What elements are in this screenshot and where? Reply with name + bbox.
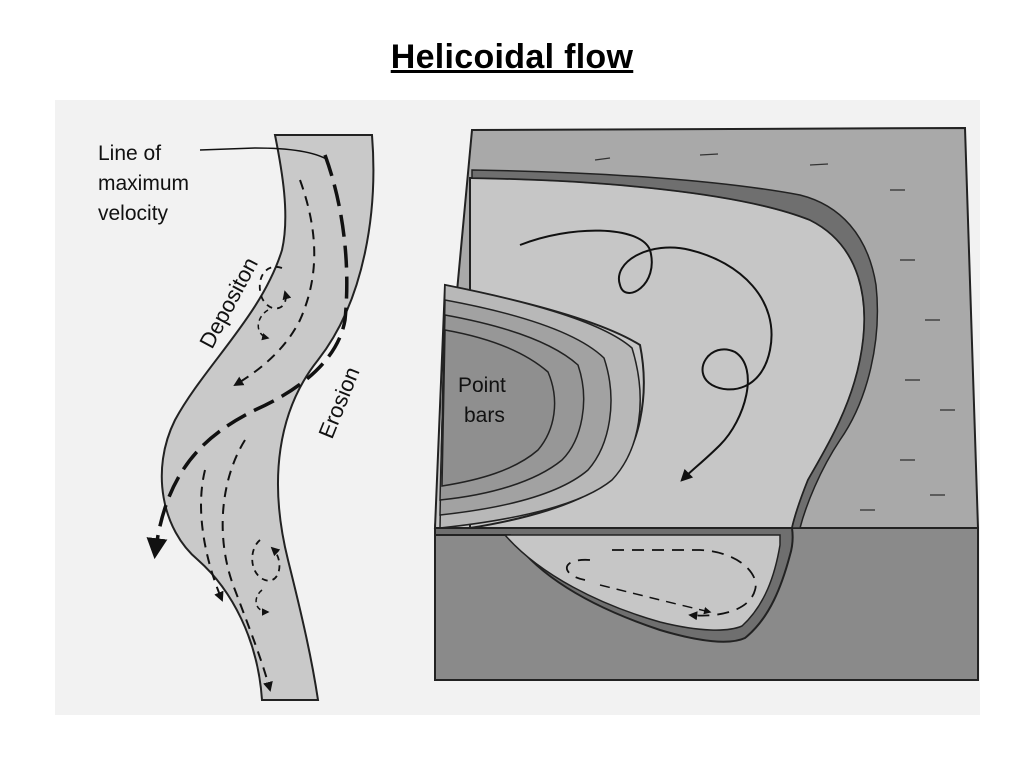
- page-title: Helicoidal flow: [390, 38, 634, 76]
- river-channel: [160, 134, 375, 701]
- eddy-upper: [257, 309, 270, 341]
- cross-section-circulation: [599, 584, 712, 615]
- cross-section-circulation: [566, 549, 757, 616]
- label-leader: [199, 147, 329, 161]
- eddy-upper: [258, 265, 292, 310]
- eddy-lower: [251, 539, 281, 582]
- water-cross-section: [503, 534, 781, 631]
- point-bar-core: [441, 329, 556, 487]
- outer-bank-erosion: [471, 169, 879, 529]
- floodplain-texture: [594, 153, 955, 511]
- flow-line: [233, 179, 316, 387]
- label-line-of-max-velocity-3: velocity: [98, 202, 169, 225]
- block-diagram: Point bars: [433, 126, 980, 681]
- label-point-bars-2: bars: [464, 404, 505, 427]
- flow-line: [221, 439, 273, 692]
- max-velocity-line: [146, 154, 349, 560]
- label-line-of-max-velocity-1: Line of: [98, 142, 161, 165]
- label-point-bars-1: Point: [458, 374, 506, 397]
- helical-flow-arrow: [519, 229, 773, 482]
- eddy-lower: [255, 589, 270, 616]
- label-line-of-max-velocity-2: maximum: [98, 172, 189, 195]
